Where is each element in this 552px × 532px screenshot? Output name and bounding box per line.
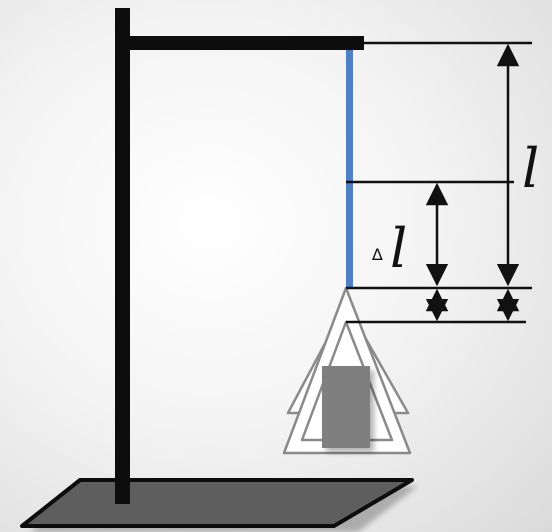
weight-block <box>322 366 370 448</box>
stand-arm <box>115 36 364 50</box>
stand-pole <box>115 8 130 504</box>
total-length-label: l <box>522 137 540 200</box>
delta-symbol-label: ∆ <box>372 245 383 264</box>
elongation-label: l <box>390 217 408 280</box>
spring-wire <box>346 50 353 288</box>
